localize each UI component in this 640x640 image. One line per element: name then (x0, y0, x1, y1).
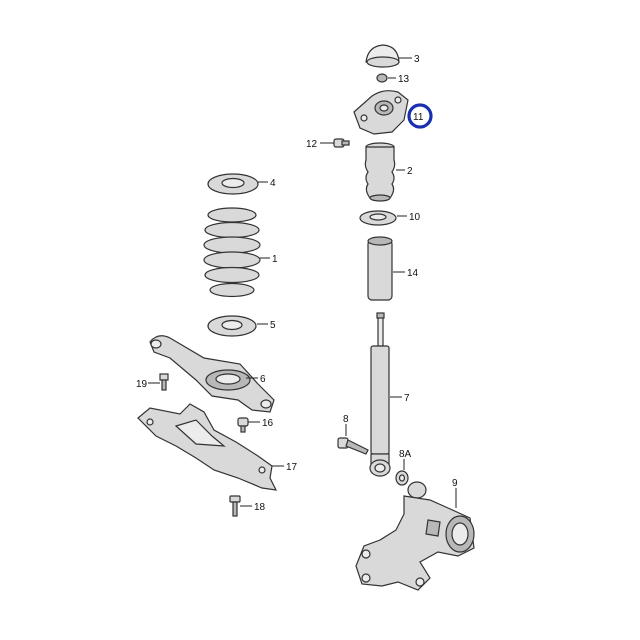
callout-18: 18 (254, 502, 266, 513)
part-12-bolt[interactable] (333, 138, 350, 148)
callout-11: 11 (413, 112, 424, 123)
callout-9: 9 (452, 478, 458, 489)
part-13-nut[interactable] (376, 73, 388, 83)
part-5-lower-spring-seat[interactable] (207, 315, 257, 337)
part-11-top-mount[interactable] (353, 90, 409, 135)
part-10-washer[interactable] (359, 210, 397, 226)
part-2-bump-stop[interactable] (364, 142, 396, 202)
part-3-dust-cap[interactable] (365, 44, 400, 68)
callout-8: 8 (343, 414, 349, 425)
callout-19: 19 (136, 379, 148, 390)
callout-4: 4 (270, 178, 276, 189)
callout-8a: 8A (399, 449, 412, 460)
part-4-upper-spring-seat[interactable] (207, 173, 259, 195)
callout-6: 6 (260, 374, 266, 385)
callout-2: 2 (407, 166, 413, 177)
callout-16: 16 (262, 418, 274, 429)
part-8-bolt[interactable] (337, 437, 369, 455)
part-7-shock-absorber[interactable] (369, 312, 391, 477)
part-19-clip[interactable] (159, 373, 169, 391)
callout-13: 13 (398, 74, 410, 85)
callout-7: 7 (404, 393, 410, 404)
part-9-wheel-bearing-housing[interactable] (355, 481, 475, 591)
callout-1: 1 (272, 254, 278, 265)
part-8a-washer[interactable] (395, 470, 409, 486)
part-1-coil-spring[interactable] (203, 207, 261, 298)
part-18-bolt[interactable] (229, 495, 241, 517)
callout-14: 14 (407, 268, 419, 279)
callout-12: 12 (306, 139, 318, 150)
highlight-ring (407, 103, 433, 129)
callout-10: 10 (409, 212, 421, 223)
part-17-cover[interactable] (137, 403, 278, 491)
part-16-clip[interactable] (237, 417, 249, 433)
part-6-lower-control-arm[interactable] (149, 335, 275, 413)
callout-5: 5 (270, 320, 276, 331)
callout-3: 3 (414, 54, 420, 65)
part-14-protective-sleeve[interactable] (367, 236, 393, 301)
callout-17: 17 (286, 462, 298, 473)
